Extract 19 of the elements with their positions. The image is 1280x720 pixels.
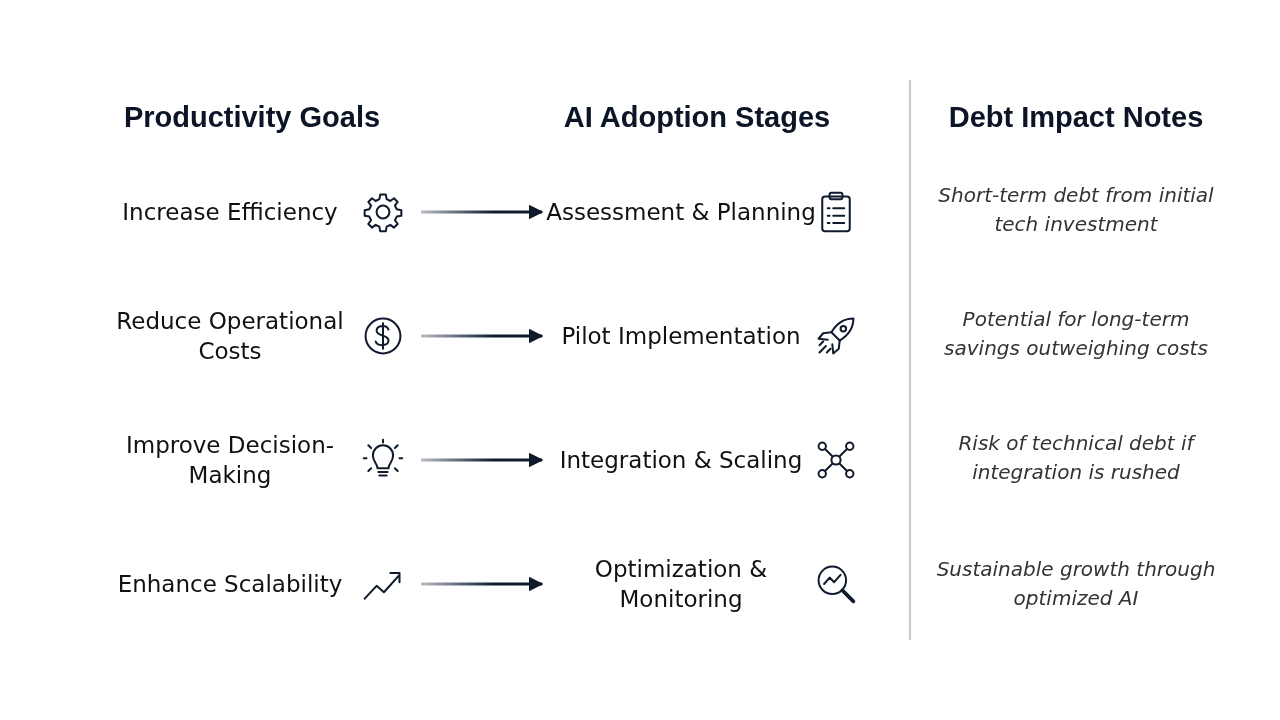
column-heading: AI Adoption Stages <box>562 101 832 134</box>
goal-text: Reduce Operational Costs <box>115 307 345 366</box>
note-text: Sustainable growth through optimized AI <box>935 556 1217 612</box>
stage-text: Pilot Implementation <box>560 322 802 351</box>
note-text: Potential for long-term savings outweighing costs <box>943 306 1209 362</box>
arrow <box>421 452 544 468</box>
stage-text: Optimization & Monitoring <box>593 555 769 614</box>
column-heading: Productivity Goals <box>122 101 382 134</box>
arrow <box>421 328 544 344</box>
goal-text: Improve Decision-Making <box>124 431 336 490</box>
column-heading: Debt Impact Notes <box>947 101 1205 134</box>
arrow <box>421 576 544 592</box>
note-text: Short-term debt from initial tech investment <box>937 182 1215 238</box>
note-text: Risk of technical debt if integration is rushed <box>957 430 1197 486</box>
arrow <box>421 204 544 220</box>
goal-text: Enhance Scalability <box>116 570 344 599</box>
stage-text: Assessment & Planning <box>546 198 816 227</box>
goal-text: Increase Efficiency <box>121 198 339 227</box>
stage-text: Integration & Scaling <box>558 446 804 475</box>
